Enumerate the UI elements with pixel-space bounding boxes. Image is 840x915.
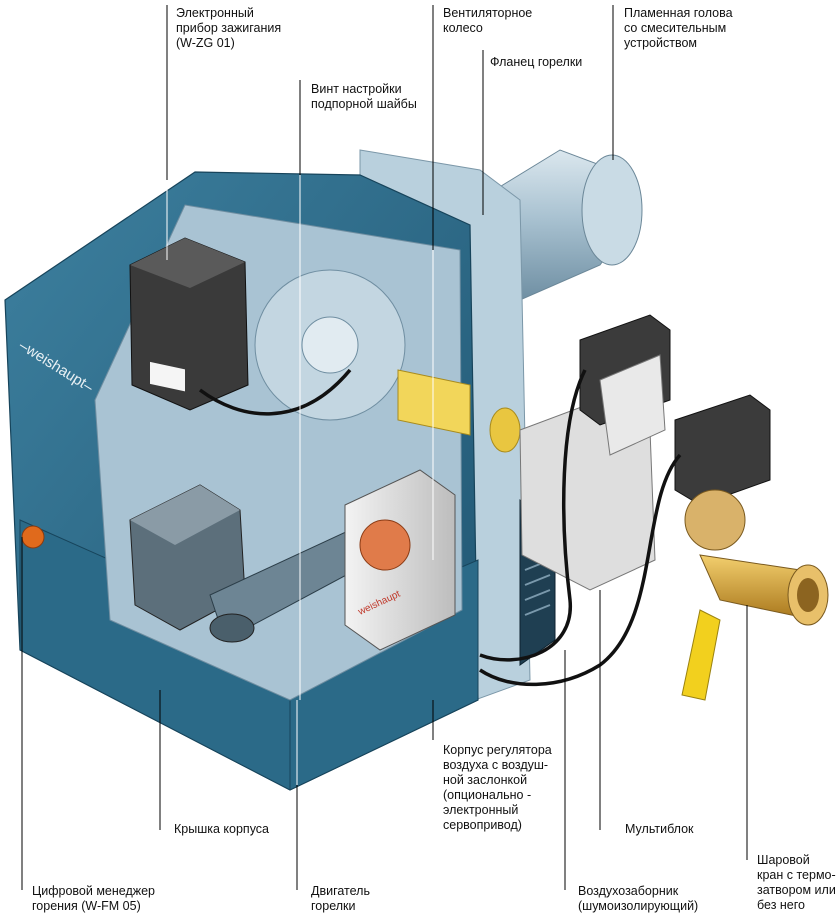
air-channel [397,369,521,453]
servo-motor: weishaupt [344,469,456,651]
label-combustion-manager: Цифровой менеджер горения (W-FM 05) [32,884,156,913]
label-burner-flange: Фланец горелки [490,55,583,69]
label-housing-cover: Крышка корпуса [174,822,270,836]
label-air-intake: Воздухозаборник (шумоизолирующий) [578,884,699,913]
label-burner-motor: Двигатель горелки [311,884,370,913]
label-fan-wheel: Вентиляторное колесо [443,6,533,35]
status-indicator-light [21,525,45,549]
label-ball-valve: Шаровой кран с термо- затвором или без н… [757,853,836,912]
multiblock [519,314,771,591]
leader-lines [21,5,748,890]
label-multiblock: Мультиблок [625,822,694,836]
label-air-regulator: Корпус регулятора воздуха с воздуш- ной … [443,743,552,832]
ignition-unit [129,237,249,411]
label-flame-head: Пламенная голова со смесительным устройс… [624,6,733,50]
cables [198,368,682,687]
burner-motor [209,529,366,643]
label-baffle-screw: Винт настройки подпорной шайбы [311,82,417,111]
ball-valve [681,554,829,701]
label-ignition-unit: Электронный прибор зажигания (W-ZG 01) [176,6,282,50]
